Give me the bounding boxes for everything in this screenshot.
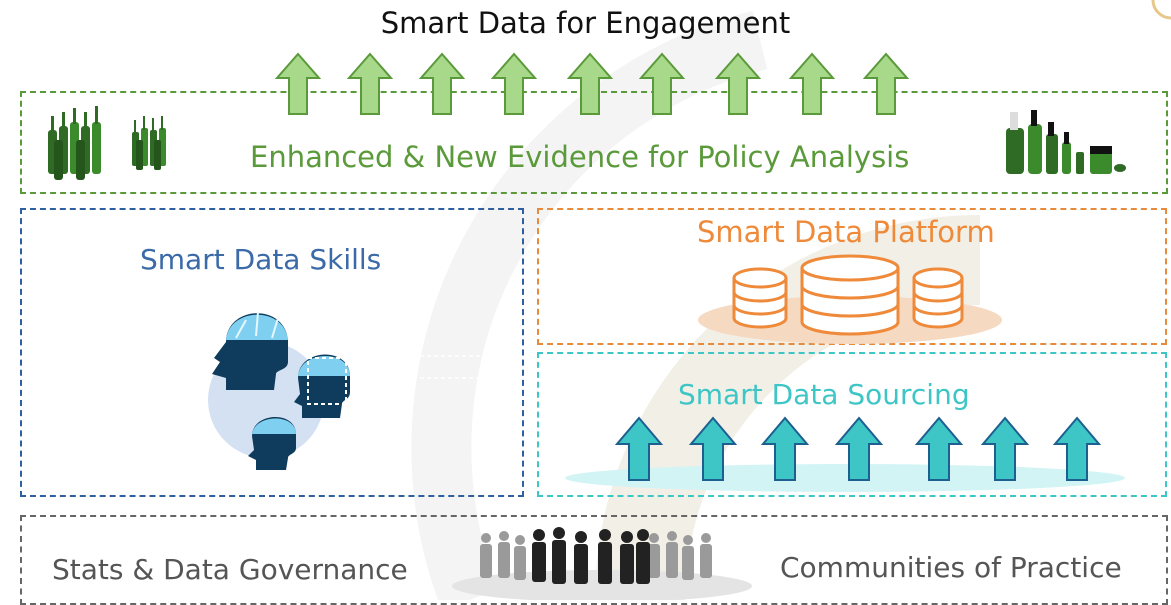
communities-label: Communities of Practice [780, 551, 1122, 584]
platform-box [537, 208, 1167, 345]
green-up-arrow-icon [276, 53, 320, 115]
platform-label: Smart Data Platform [697, 215, 995, 249]
green-up-arrow-icon [492, 53, 536, 115]
green-bottle-icon [1006, 110, 1126, 174]
skills-box [20, 208, 524, 497]
green-up-arrow-icon [790, 53, 834, 115]
green-up-arrow-icon [420, 53, 464, 115]
database-cylinder-icon [698, 254, 1002, 344]
crowd-silhouette-icon [452, 527, 752, 600]
green-up-arrow-icon [348, 53, 392, 115]
sourcing-label: Smart Data Sourcing [678, 378, 970, 411]
source-arrows [565, 417, 1125, 492]
green-up-arrow-icon [568, 53, 612, 115]
green-up-arrow-icon [640, 53, 684, 115]
green-up-arrow-icon [716, 53, 760, 115]
governance-label: Stats & Data Governance [52, 553, 408, 586]
sourcing-box [537, 352, 1167, 497]
green-up-arrow-icon [864, 53, 908, 115]
skills-label: Smart Data Skills [140, 243, 382, 276]
diagram-title: Smart Data for Engagement [380, 6, 791, 40]
brain-head-icon [208, 311, 526, 470]
green-bottle-icon [48, 106, 166, 180]
evidence-label: Enhanced & New Evidence for Policy Analy… [250, 140, 910, 174]
top-arrows [276, 53, 908, 115]
